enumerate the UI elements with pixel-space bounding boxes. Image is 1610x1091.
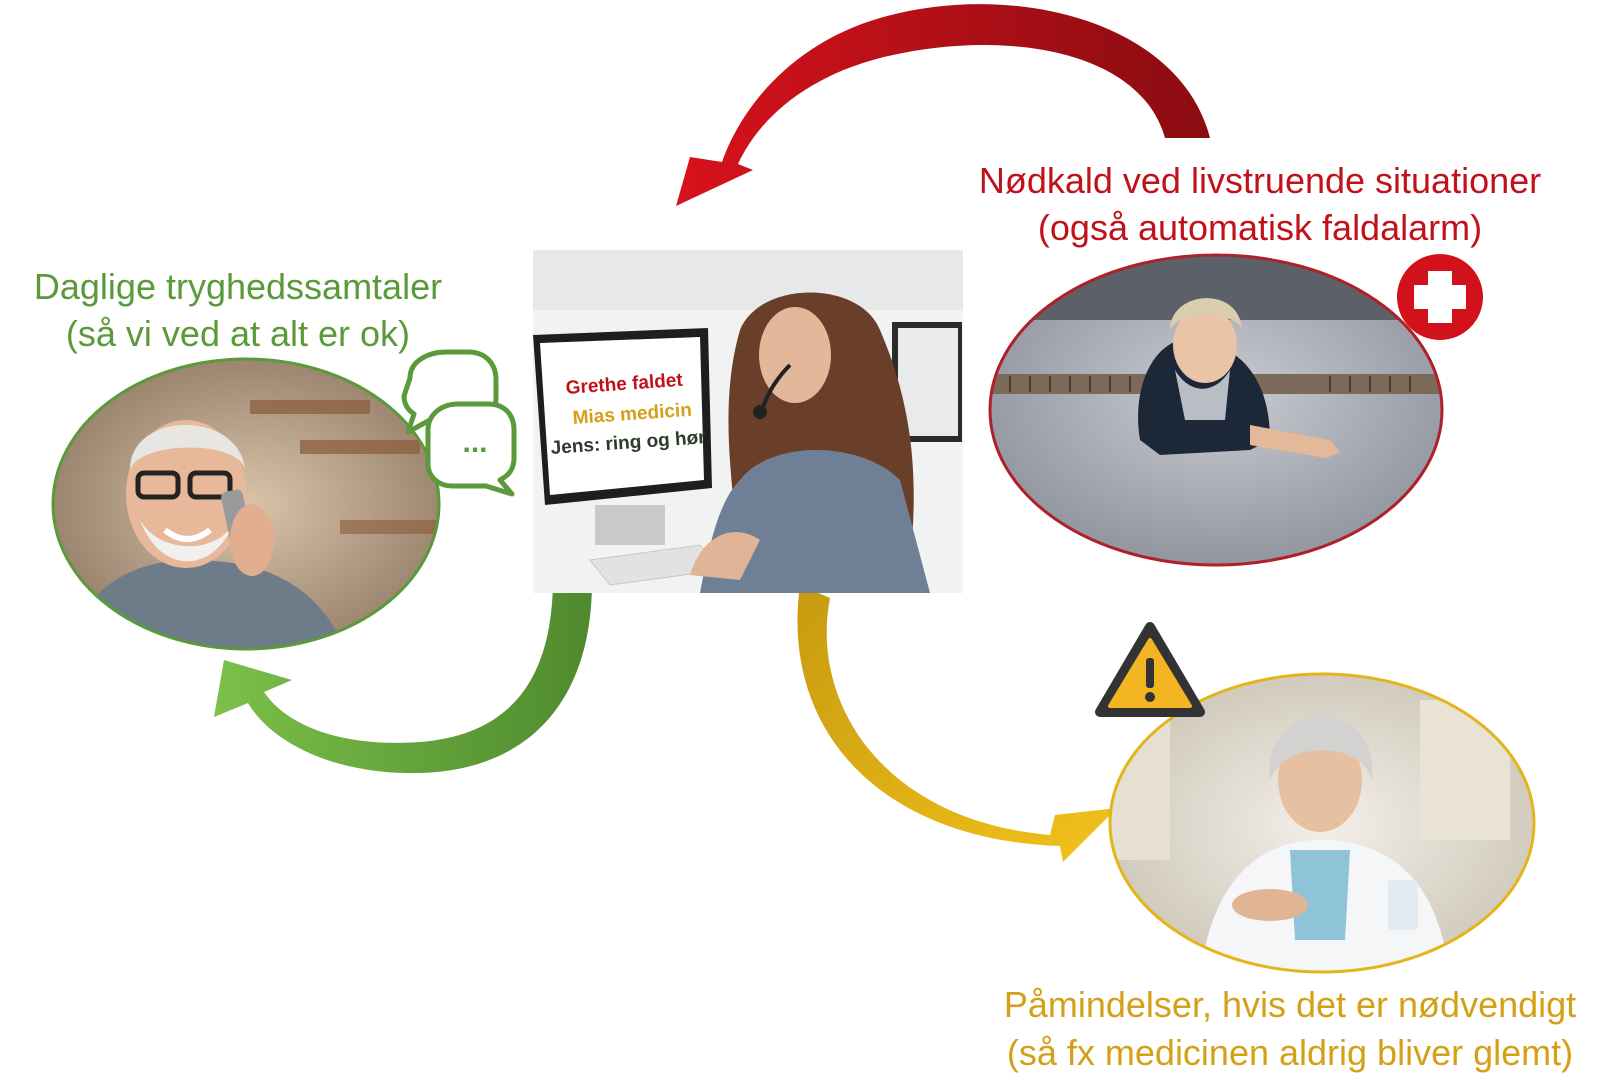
daily-call-photo [51, 357, 441, 651]
warning-triangle-icon [1095, 622, 1205, 717]
emergency-caption-line1: Nødkald ved livstruende situationer [978, 160, 1542, 201]
reminder-caption-line1: Påmindelser, hvis det er nødvendigt [1003, 984, 1577, 1025]
daily-caption-line1: Daglige tryghedssamtaler [33, 266, 443, 307]
fall-photo [988, 253, 1444, 567]
chat-bubbles-icon [401, 349, 517, 497]
daily-caption-line2: (så vi ved at alt er ok) [65, 313, 411, 354]
medicine-photo [1108, 672, 1536, 974]
emergency-caption-line2: (også automatisk faldalarm) [1037, 207, 1483, 248]
call-center-photo [533, 250, 963, 593]
chat-dots: ... [462, 426, 488, 459]
green-arrow [214, 581, 592, 774]
yellow-arrow [797, 585, 1117, 862]
red-arrow [676, 4, 1210, 206]
red-cross-icon [1397, 254, 1483, 340]
reminder-caption-line2: (så fx medicinen aldrig bliver glemt) [1006, 1032, 1574, 1073]
